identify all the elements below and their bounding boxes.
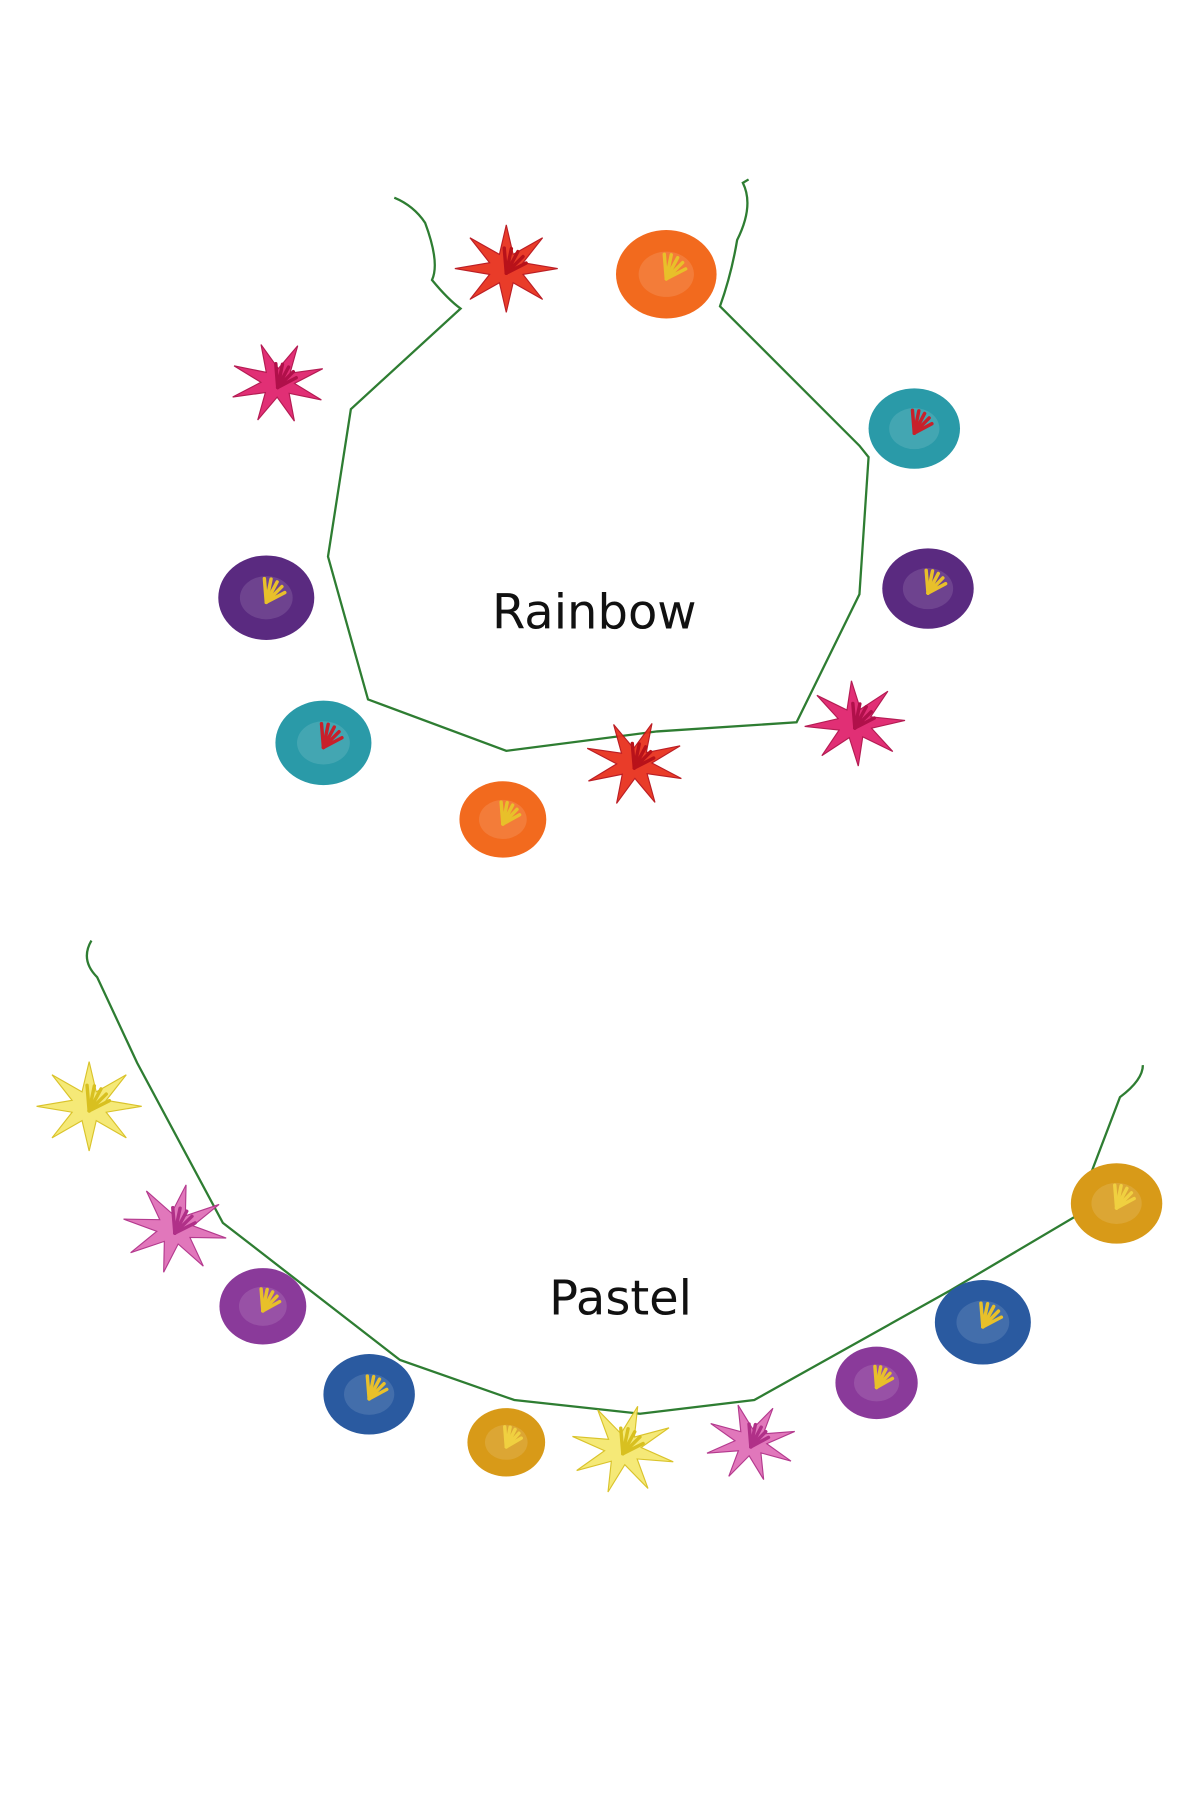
rainbow-flower-round <box>868 388 960 469</box>
pastel-flower-star <box>572 1405 674 1493</box>
pastel-flower-star <box>36 1061 142 1152</box>
pastel-flower-round <box>219 1268 307 1345</box>
pastel-flower-round <box>323 1354 415 1435</box>
pastel-flower-round <box>835 1346 918 1420</box>
pastel-label: Pastel <box>549 1270 692 1326</box>
rainbow-flower-star <box>586 723 682 804</box>
rainbow-wire <box>326 178 870 753</box>
pastel-flower-star <box>123 1184 227 1273</box>
rainbow-flower-round <box>275 700 372 786</box>
pastel-flower-round <box>934 1280 1031 1365</box>
pastel-wire <box>85 939 1144 1415</box>
pastel-flower-round <box>1070 1163 1163 1244</box>
pastel-flower-round <box>467 1408 546 1477</box>
rainbow-flower-star <box>454 224 558 313</box>
rainbow-flower-round <box>616 230 717 319</box>
rainbow-flower-star <box>232 344 324 422</box>
rainbow-flower-round <box>218 555 315 640</box>
rainbow-garland <box>218 178 974 858</box>
rainbow-flower-round <box>459 781 547 858</box>
pastel-garland <box>36 939 1163 1493</box>
rainbow-flower-round <box>882 548 974 629</box>
pastel-flower-star <box>706 1404 795 1480</box>
rainbow-flower-star <box>804 680 906 767</box>
rainbow-label: Rainbow <box>492 585 697 641</box>
